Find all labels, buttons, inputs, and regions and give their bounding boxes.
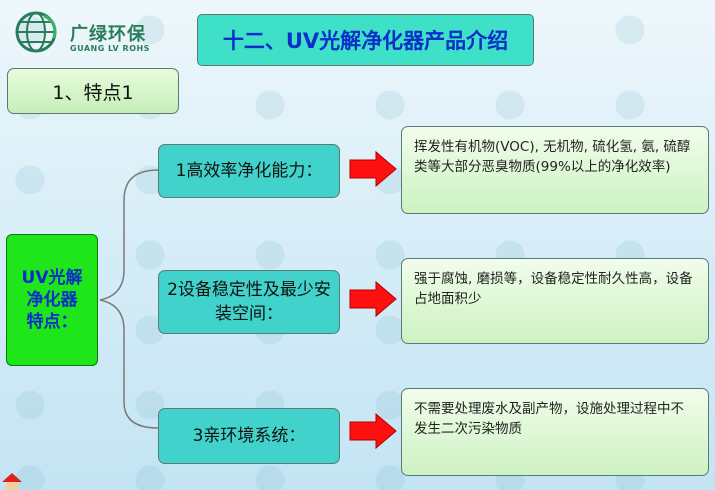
arrow-right-icon xyxy=(349,412,397,450)
arrow-right-icon xyxy=(349,280,397,318)
feature-box-3: 3亲环境系统： xyxy=(158,408,340,464)
feature-desc-text-1: 挥发性有机物(VOC), 无机物, 硫化氢, 氨, 硫醇类等大部分恶臭物质(99… xyxy=(414,139,691,175)
feature-label-1: 1高效率净化能力： xyxy=(175,161,323,181)
scroll-banner: UV光解 净化器 特点： xyxy=(6,234,98,366)
feature-desc-3: 不需要处理废水及副产物，设施处理过程中不发生二次污染物质 xyxy=(401,388,709,476)
feature-box-2: 2设备稳定性及最少安装空间： xyxy=(158,270,340,334)
scroll-banner-text: UV光解 净化器 特点： xyxy=(21,268,83,332)
page-title-text: 十二、UV光解净化器产品介绍 xyxy=(222,29,509,53)
logo-name-en: GUANG LV ROHS xyxy=(70,44,150,53)
logo-name-cn: 广绿环保 xyxy=(70,24,146,45)
section-heading-text: 1、特点1 xyxy=(52,81,134,104)
feature-label-2: 2设备稳定性及最少安装空间： xyxy=(167,280,331,324)
arrow-right-icon xyxy=(349,150,397,188)
home-icon[interactable] xyxy=(0,470,24,490)
feature-desc-2: 强于腐蚀, 磨损等，设备稳定性耐久性高，设备占地面积少 xyxy=(401,258,709,344)
feature-desc-text-2: 强于腐蚀, 磨损等，设备稳定性耐久性高，设备占地面积少 xyxy=(414,271,693,307)
page-title: 十二、UV光解净化器产品介绍 xyxy=(197,14,534,66)
feature-desc-text-3: 不需要处理废水及副产物，设施处理过程中不发生二次污染物质 xyxy=(414,401,684,437)
brace-connector xyxy=(99,169,159,429)
section-heading: 1、特点1 xyxy=(7,68,179,114)
feature-box-1: 1高效率净化能力： xyxy=(158,144,340,198)
company-logo: 广绿环保 GUANG LV ROHS xyxy=(14,8,164,56)
globe-icon xyxy=(15,11,57,53)
feature-desc-1: 挥发性有机物(VOC), 无机物, 硫化氢, 氨, 硫醇类等大部分恶臭物质(99… xyxy=(401,126,709,214)
feature-label-3: 3亲环境系统： xyxy=(192,426,306,446)
